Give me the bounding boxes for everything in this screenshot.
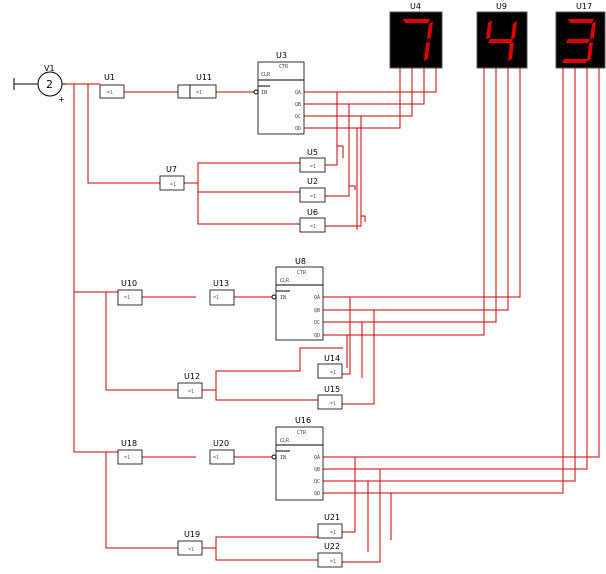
counter-label: U3 (276, 51, 287, 60)
source-glyph: 2 (46, 78, 53, 91)
gate-u7[interactable]: =1 U7 (159, 165, 185, 191)
gate-text: =1 (188, 547, 194, 553)
gate-text: =1 (213, 455, 219, 461)
gate-text: =1 (188, 389, 194, 395)
qc-pin: QC (295, 114, 301, 120)
gate-label: U15 (324, 385, 340, 394)
gate-text: =1 (330, 530, 336, 536)
gate-u11[interactable]: =1 U11 (177, 73, 217, 99)
gate-text: =1 (310, 194, 316, 200)
seven-segment-digit (403, 19, 433, 61)
gate-label: U12 (184, 372, 200, 381)
counter-label: U16 (295, 416, 311, 425)
qc-pin: QC (314, 320, 320, 326)
qd-pin: QD (314, 333, 320, 339)
qb-pin: QB (314, 308, 320, 314)
gate-u6[interactable]: =1 U6 (299, 208, 326, 233)
seven-segment-digit (562, 19, 596, 63)
gate-text: =1 (213, 295, 219, 301)
wires (62, 68, 600, 563)
gate-label: U7 (166, 165, 177, 174)
gate-u2[interactable]: =1 U2 (299, 177, 326, 203)
gate-label: U20 (213, 439, 229, 448)
gate-text: =1 (330, 370, 336, 376)
voltage-source-v1[interactable]: V1 2 + (13, 64, 66, 104)
gate-label: U21 (324, 513, 340, 522)
qd-pin: QD (295, 126, 301, 132)
clr-pin: CLR (280, 278, 290, 284)
gate-u13[interactable]: =1 U13 (209, 279, 235, 306)
display-label: U17 (576, 2, 592, 11)
gate-label: U14 (324, 354, 340, 363)
gate-u14[interactable]: =1 U14 (317, 354, 343, 379)
gate-u19[interactable]: =1 U19 (177, 530, 203, 556)
gate-label: U11 (196, 73, 212, 82)
gate-text: =1 (107, 90, 113, 96)
source-polarity: + (58, 95, 65, 104)
source-label: V1 (44, 64, 55, 73)
ctr-pin: CTR (297, 270, 307, 276)
gate-label: U18 (121, 439, 137, 448)
gate-label: U10 (121, 279, 137, 288)
gate-text: =1 (124, 455, 130, 461)
gate-label: U2 (307, 177, 318, 186)
display-label: U4 (410, 2, 421, 11)
gate-u12[interactable]: =1 U12 (177, 372, 203, 399)
display-u4[interactable]: U4 (389, 2, 443, 69)
qa-pin: QA (314, 455, 320, 461)
qa-pin: QA (314, 295, 320, 301)
gate-text: =1 (330, 559, 336, 565)
qd-pin: QD (314, 491, 320, 497)
qb-pin: QB (295, 102, 301, 108)
ctr-pin: CTR (297, 430, 307, 436)
gate-u5[interactable]: =1 U5 (299, 148, 326, 173)
in-pin: IN (261, 90, 267, 96)
in-pin: IN (280, 455, 286, 461)
counter-label: U8 (295, 257, 306, 266)
in-pin: IN (280, 295, 286, 301)
gate-label: U1 (104, 73, 115, 82)
gate-u20[interactable]: =1 U20 (209, 439, 235, 465)
gate-text: =1 (330, 401, 336, 407)
gate-text: =1 (124, 295, 130, 301)
gate-label: U13 (213, 279, 229, 288)
counter-u16[interactable]: U16 CTR CLR IN QA QB QC QD (271, 416, 324, 501)
clr-pin: CLR (280, 438, 290, 444)
display-u17[interactable]: U17 (555, 2, 606, 69)
display-label: U9 (496, 2, 507, 11)
gate-text: =1 (196, 90, 202, 96)
gate-label: U6 (307, 208, 318, 217)
gate-text: =1 (310, 164, 316, 170)
seven-segment-digit (486, 20, 517, 61)
qb-pin: QB (314, 467, 320, 473)
gate-u22[interactable]: =1 U22 (317, 542, 343, 568)
qa-pin: QA (295, 90, 301, 96)
gate-u10[interactable]: =1 U10 (117, 279, 143, 306)
gate-label: U19 (184, 530, 200, 539)
display-u9[interactable]: U9 (476, 2, 528, 69)
gate-u18[interactable]: =1 U18 (117, 439, 143, 465)
clr-pin: CLR (261, 72, 271, 78)
gate-text: =1 (310, 224, 316, 230)
gate-label: U22 (324, 542, 340, 551)
gate-text: =1 (170, 182, 176, 188)
ctr-pin: CTR (279, 64, 289, 70)
counter-u8[interactable]: U8 CTR CLR IN QA QB QC QD (271, 257, 324, 341)
counter-u3[interactable]: U3 CTR CLR IN QA QB QC QD (253, 51, 305, 135)
gate-u1[interactable]: =1 U1 (99, 73, 125, 99)
gate-u15[interactable]: =1 U15 (317, 385, 343, 410)
gate-u21[interactable]: =1 U21 (317, 513, 343, 539)
gate-label: U5 (307, 148, 318, 157)
qc-pin: QC (314, 479, 320, 485)
